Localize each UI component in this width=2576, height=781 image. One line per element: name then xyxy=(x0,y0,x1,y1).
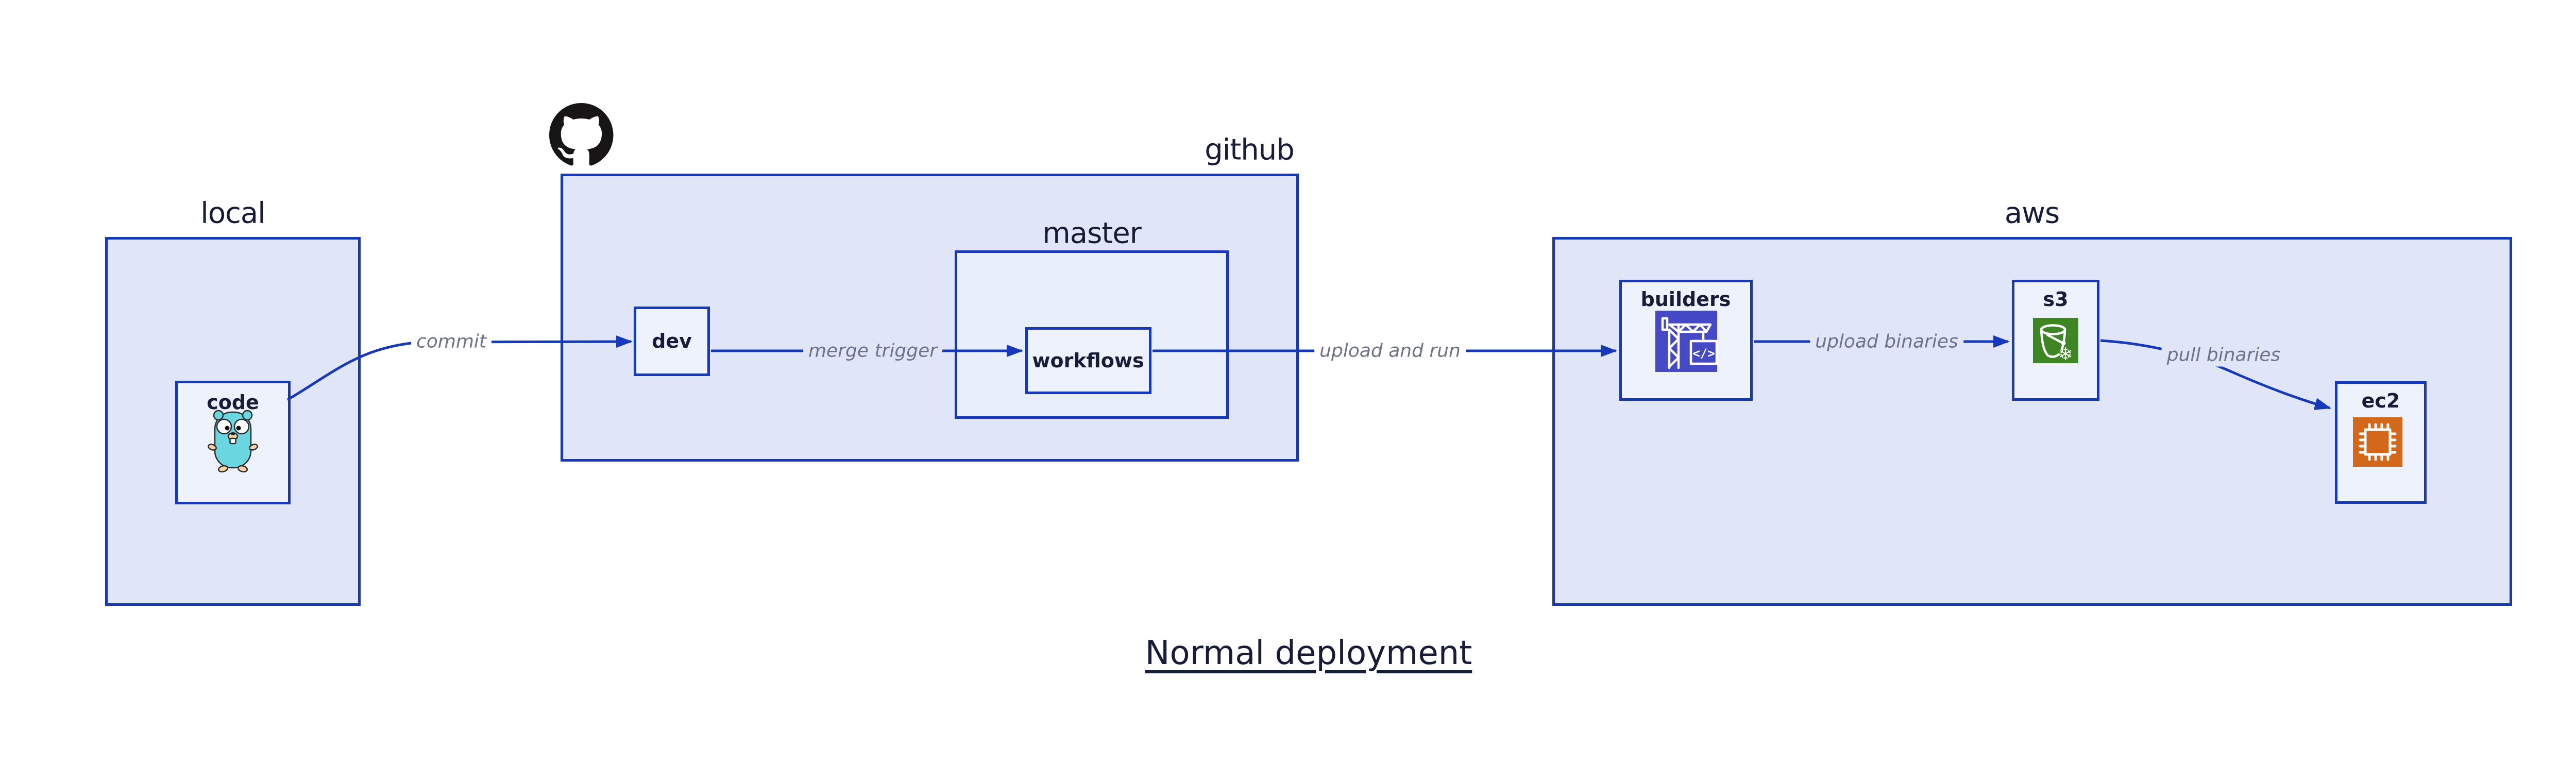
local-group-label: local xyxy=(200,196,265,230)
builders-node-label: builders xyxy=(1640,288,1731,311)
dev-node-label: dev xyxy=(652,330,692,352)
workflows-node-box xyxy=(1025,327,1151,394)
pull-binaries-arrow-label: pull binaries xyxy=(2161,343,2286,367)
diagram-title: Normal deployment xyxy=(1145,634,1472,672)
github-octocat-icon xyxy=(549,103,614,166)
aws-group-label: aws xyxy=(2004,196,2060,230)
github-group-label: github xyxy=(1205,133,1295,167)
workflows-node-label: workflows xyxy=(1032,349,1144,372)
code-node-label: code xyxy=(207,391,259,414)
ec2-node-label: ec2 xyxy=(2361,389,2400,412)
master-group-label: master xyxy=(1042,216,1141,250)
upload-and-run-arrow-label: upload and run xyxy=(1314,339,1466,363)
dev-node-box xyxy=(634,307,710,376)
merge-trigger-arrow-label: merge trigger xyxy=(803,339,943,363)
commit-arrow-label: commit xyxy=(411,330,492,353)
upload-binaries-arrow-label: upload binaries xyxy=(1810,330,1963,353)
s3-node-label: s3 xyxy=(2043,288,2069,311)
builders-node-box xyxy=(1619,280,1753,401)
